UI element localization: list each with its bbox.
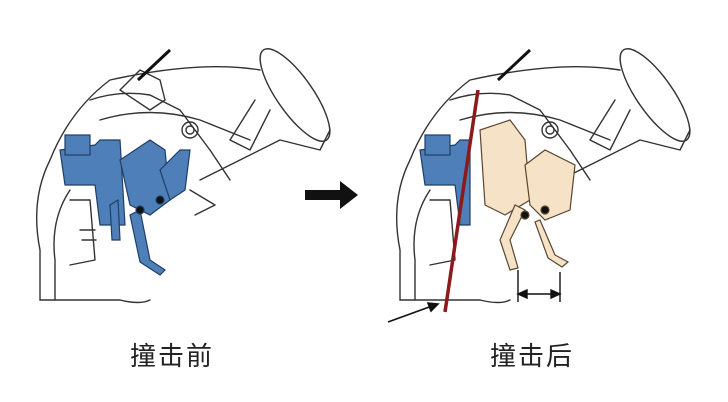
hood-line: [136, 48, 172, 82]
pedal-assembly-after: [479, 119, 576, 271]
pedal-assembly-before: [59, 134, 191, 276]
caption-before-collision: 撞击前: [130, 342, 215, 372]
after-collision-illustration: [387, 48, 691, 323]
vehicle-structure-outline-after: [396, 65, 691, 304]
steering-wheel-after: [589, 48, 691, 151]
hood-line-after: [496, 48, 532, 82]
transition-arrow-icon: [305, 181, 358, 209]
caption-after-collision: 撞击后: [490, 342, 575, 372]
brake-master-cylinder-after: [419, 134, 471, 226]
steering-wheel: [229, 48, 331, 151]
impact-direction-arrow-icon: [387, 302, 440, 323]
pedal-displacement-dimension: [516, 270, 562, 302]
vehicle-structure-outline: [36, 65, 331, 304]
before-collision-illustration: [36, 48, 331, 304]
firewall-deformation-line: [443, 89, 480, 313]
